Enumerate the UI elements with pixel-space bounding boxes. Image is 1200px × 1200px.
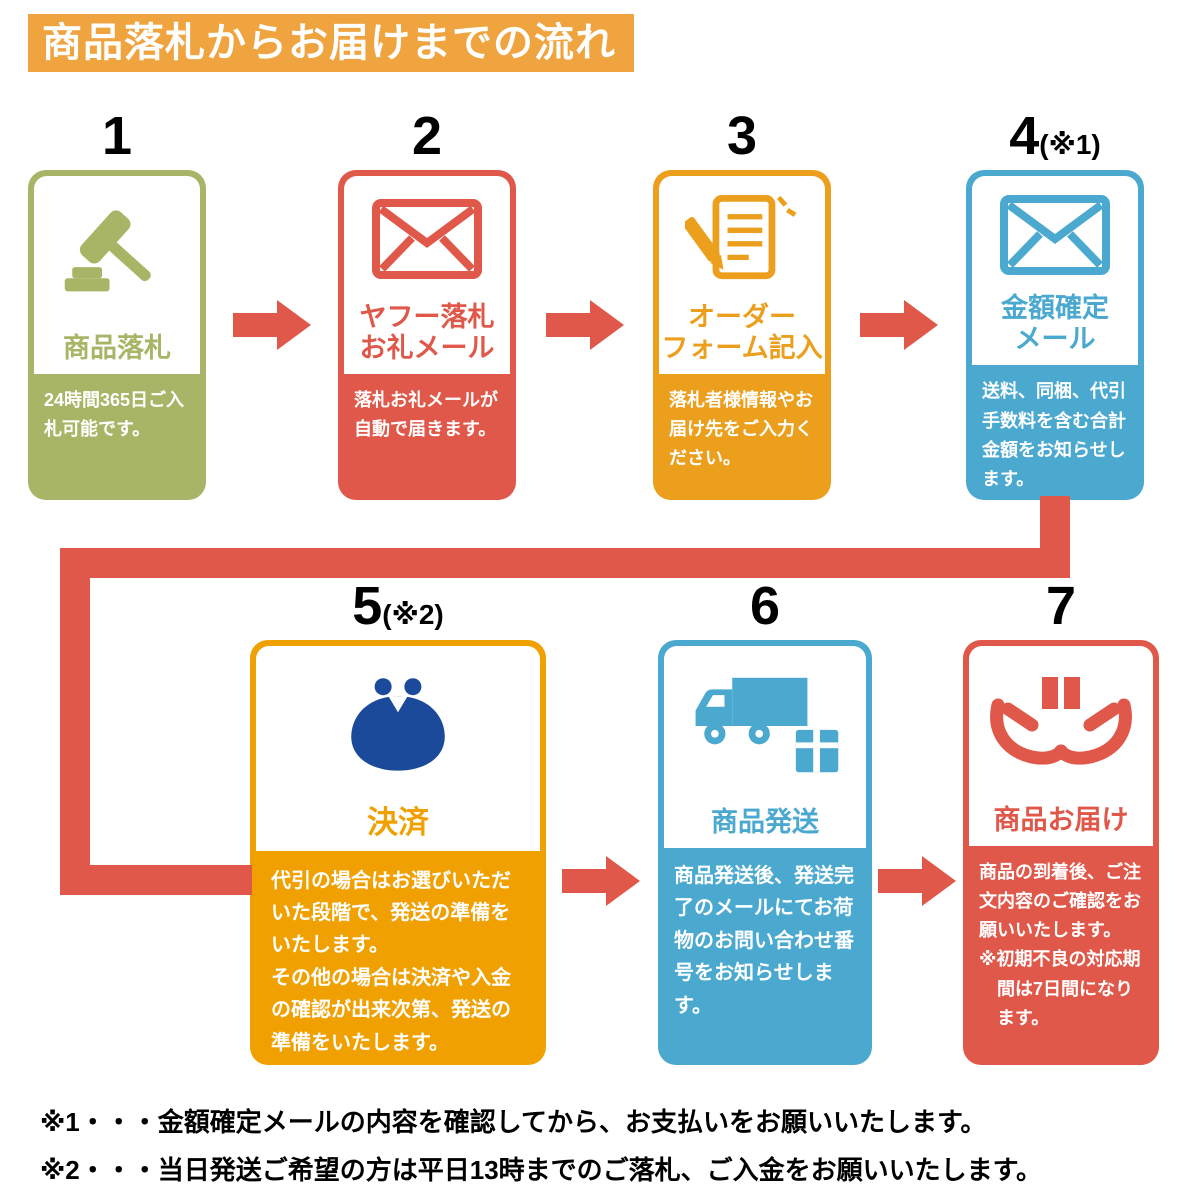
gavel-icon	[34, 176, 200, 333]
footnote-2: ※2・・・当日発送ご希望の方は平日13時までのご落札、ご入金をお願いいたします。	[40, 1155, 1043, 1185]
flow-arrow-right-icon	[546, 300, 624, 350]
step-description: 落札お礼メールが自動で届きます。	[354, 390, 498, 440]
step-2-thanks-mail: 2 ヤフー落札お礼メール 落札お礼メールが自動で届きます。	[338, 108, 516, 500]
step-title: 金額確定メール	[1001, 293, 1109, 355]
step-card: 金額確定メール 送料、同梱、代引手数料を含む合計金額をお知らせします。	[966, 170, 1144, 500]
step-number: 2	[411, 106, 443, 166]
footnote-1: ※1・・・金額確定メールの内容を確認してから、お支払いをお願いいたします。	[40, 1107, 987, 1137]
step-description: 送料、同梱、代引手数料を含む合計金額をお知らせします。	[982, 381, 1126, 489]
flow-arrow-right-icon	[878, 856, 956, 906]
mail-icon	[972, 176, 1138, 293]
step-5-payment: 5(※2) 決済 代引の場合はお選びいただいた段階で、発送の準備をい	[250, 578, 546, 1065]
step-title: オーダーフォーム記入	[661, 301, 823, 363]
step-3-order-form: 3	[653, 108, 831, 500]
footnotes: ※1・・・金額確定メールの内容を確認してから、お支払いをお願いいたします。 ※2…	[40, 1098, 1042, 1194]
flow-connector	[60, 548, 90, 895]
flow-connector	[60, 548, 1070, 578]
step-description: 代引の場合はお選びいただいた段階で、発送の準備をいたします。 その他の場合は決済…	[271, 869, 511, 1054]
step-description: 24時間365日ご入札可能です。	[44, 390, 185, 440]
step-number: 6	[749, 576, 781, 636]
flow-arrow-right-icon	[562, 856, 640, 906]
coin-purse-icon	[256, 646, 540, 805]
step-title: 決済	[367, 805, 429, 841]
step-number: 1	[101, 106, 133, 166]
step-number: 7	[1045, 576, 1077, 636]
flow-connector	[60, 865, 252, 895]
step-number: 3	[726, 106, 758, 166]
flow-arrow-right-icon	[233, 300, 311, 350]
step-description: 商品発送後、発送完了のメールにてお荷物のお問い合わせ番号をお知らせします。	[674, 865, 854, 1017]
step-6-shipping: 6	[658, 578, 872, 1065]
step-description: 落札者様情報やお届け先をご入力ください。	[669, 390, 813, 469]
step-card: ヤフー落札お礼メール 落札お礼メールが自動で届きます。	[338, 170, 516, 500]
step-card: オーダーフォーム記入 落札者様情報やお届け先をご入力ください。	[653, 170, 831, 500]
step-number: 5(※2)	[352, 576, 444, 636]
step-1-auction-win: 1 商品落札	[28, 108, 206, 500]
order-form-icon	[659, 176, 825, 302]
step-7-delivery: 7 商品お届け	[963, 578, 1159, 1065]
step-number: 4(※1)	[1009, 106, 1101, 166]
step-4-price-mail: 4(※1) 金額確定メール 送料、同梱、代引手数料を含む合計金額	[966, 108, 1144, 500]
flow-arrow-right-icon	[860, 300, 938, 350]
step-card: 商品お届け 商品の到着後、ご注文内容のご確認をお願いいたします。 ※初期不良の対…	[963, 640, 1159, 1065]
mail-icon	[344, 176, 510, 302]
step-title: ヤフー落札お礼メール	[359, 301, 495, 363]
step-title: 商品お届け	[993, 804, 1129, 835]
step-card: 商品落札 24時間365日ご入札可能です。	[28, 170, 206, 500]
step-card: 商品発送 商品発送後、発送完了のメールにてお荷物のお問い合わせ番号をお知らせしま…	[658, 640, 872, 1065]
page-title: 商品落札からお届けまでの流れ	[28, 14, 634, 72]
step-title: 商品発送	[711, 806, 819, 837]
delivery-hands-icon	[969, 646, 1153, 805]
step-title: 商品落札	[63, 332, 171, 363]
truck-box-icon	[664, 646, 866, 807]
step-description: 商品の到着後、ご注文内容のご確認をお願いいたします。 ※初期不良の対応期間は7日…	[979, 862, 1141, 1028]
step-card: 決済 代引の場合はお選びいただいた段階で、発送の準備をいたします。 その他の場合…	[250, 640, 546, 1065]
